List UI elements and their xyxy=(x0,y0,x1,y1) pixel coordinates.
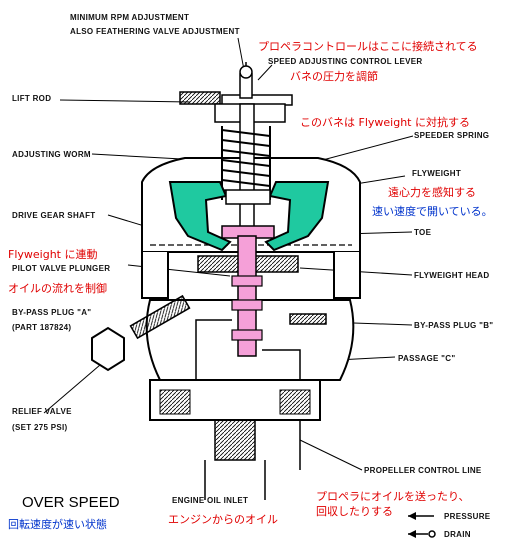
propeller-control-line-label: PROPELLER CONTROL LINE xyxy=(364,466,482,475)
flyweights xyxy=(168,181,330,252)
flyweight-label: FLYWEIGHT xyxy=(412,169,462,178)
drain-legend-label: DRAIN xyxy=(444,530,471,539)
pilot-valve-plunger xyxy=(231,235,263,357)
set-psi-label: (SET 275 PSI) xyxy=(12,423,68,432)
flyweight-head-label: FLYWEIGHT HEAD xyxy=(414,271,490,280)
overspeed-note: 回転速度が速い状態 xyxy=(8,518,107,531)
overspeed-title: OVER SPEED xyxy=(22,494,120,511)
flyweight-note-1: 遠心力を感知する xyxy=(388,186,476,199)
speed-lever-label: SPEED ADJUSTING CONTROL LEVER xyxy=(268,57,423,66)
legend-arrows xyxy=(408,512,436,538)
toe-label: TOE xyxy=(414,228,432,237)
pilot-note-1: Flyweight に連動 xyxy=(8,248,98,261)
feathering-valve-label: ALSO FEATHERING VALVE ADJUSTMENT xyxy=(70,27,240,36)
oil-inlet-note: エンジンからのオイル xyxy=(168,513,278,526)
pilot-valve-label: PILOT VALVE PLUNGER xyxy=(12,264,111,273)
pilot-note-2: オイルの流れを制御 xyxy=(8,282,107,295)
pressure-legend-label: PRESSURE xyxy=(444,512,491,521)
engine-oil-inlet-label: ENGINE OIL INLET xyxy=(172,496,249,505)
oil-passages xyxy=(195,319,301,470)
lift-rod-label: LIFT ROD xyxy=(12,94,52,103)
part-number-label: (PART 187824) xyxy=(12,323,72,332)
min-rpm-label: MINIMUM RPM ADJUSTMENT xyxy=(70,13,190,22)
spring-note: このバネは Flyweight に対抗する xyxy=(300,116,470,129)
flyweight-note-2: 速い速度で開いている。 xyxy=(372,205,493,218)
leader-lines xyxy=(43,37,414,471)
prop-line-note-2: 回収したりする xyxy=(316,505,393,518)
lever-note-2: バネの圧力を調節 xyxy=(290,70,378,83)
prop-line-note-1: プロペラにオイルを送ったり、 xyxy=(316,490,470,503)
relief-valve-label: RELIEF VALVE xyxy=(12,407,72,416)
bypass-plug-b xyxy=(289,313,327,325)
bypass-plug-b-label: BY-PASS PLUG "B" xyxy=(414,321,494,330)
lever-note-1: プロペラコントロールはここに接続されてる xyxy=(258,40,478,53)
drive-gear-shaft-label: DRIVE GEAR SHAFT xyxy=(12,211,96,220)
lower-body xyxy=(149,379,321,500)
speeder-spring-label: SPEEDER SPRING xyxy=(414,131,490,140)
bypass-plug-a-label: BY-PASS PLUG "A" xyxy=(12,308,92,317)
passage-c-label: PASSAGE "C" xyxy=(398,354,456,363)
bypass-plug-a xyxy=(91,294,191,372)
adjusting-worm-label: ADJUSTING WORM xyxy=(12,150,91,159)
